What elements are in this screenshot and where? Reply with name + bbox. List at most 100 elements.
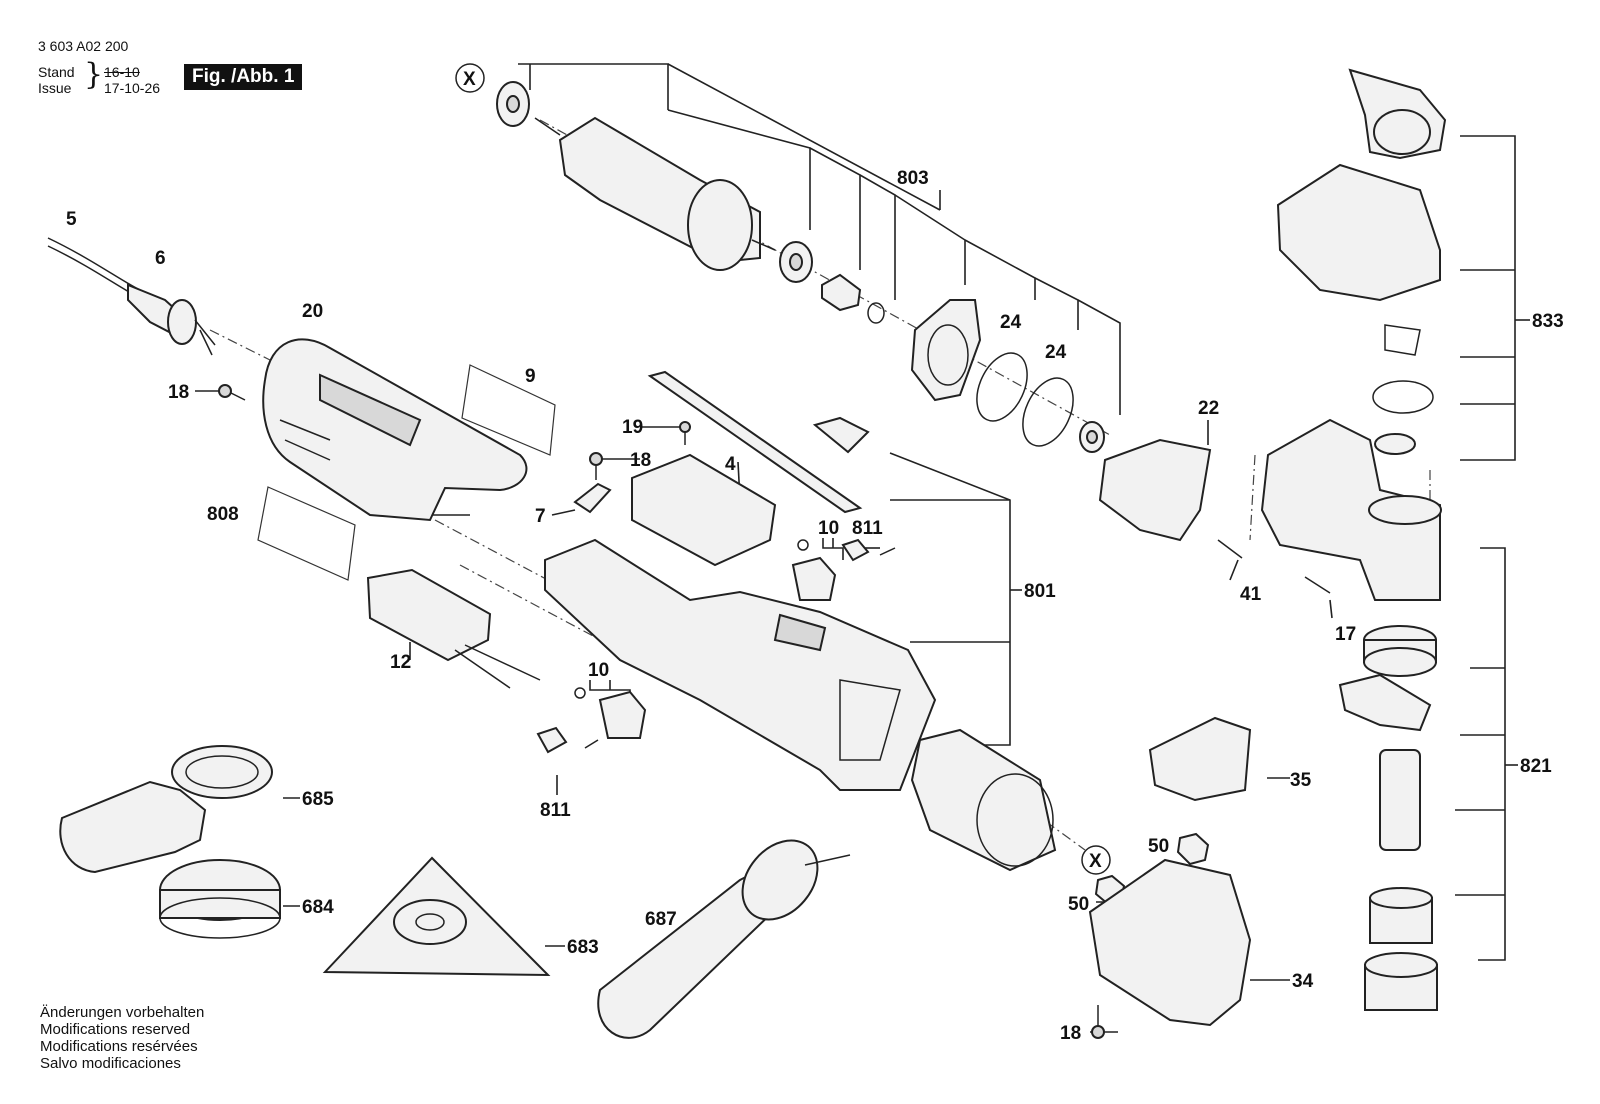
callout-801: 801 bbox=[1024, 581, 1056, 602]
screw-18-bottom bbox=[1091, 1005, 1105, 1039]
callout-34: 34 bbox=[1292, 971, 1314, 992]
callout-50-top: 50 bbox=[1148, 836, 1169, 857]
retaining-ring bbox=[1372, 380, 1434, 414]
gear-head-cover bbox=[1276, 163, 1441, 302]
extraction-ring bbox=[159, 859, 281, 939]
housing-cover bbox=[262, 338, 528, 522]
fan bbox=[910, 299, 982, 402]
callout-18-top: 18 bbox=[168, 382, 189, 403]
fork-lever bbox=[1338, 673, 1432, 732]
callout-811-lower: 811 bbox=[540, 800, 571, 821]
header-brace: } bbox=[84, 57, 104, 92]
field-coil bbox=[910, 728, 1057, 872]
callout-808: 808 bbox=[207, 504, 239, 525]
spring bbox=[1384, 324, 1421, 356]
clamp-35 bbox=[1148, 716, 1252, 802]
auxiliary-handle bbox=[597, 839, 851, 1039]
sanding-plate bbox=[322, 856, 551, 977]
callout-17: 17 bbox=[1335, 624, 1356, 645]
gear-housing bbox=[1260, 418, 1442, 601]
carbon-brush-upper bbox=[841, 538, 870, 562]
switch-rod bbox=[647, 370, 863, 514]
bearing-large bbox=[1363, 625, 1437, 677]
callout-35: 35 bbox=[1290, 770, 1312, 791]
sleeve bbox=[821, 273, 862, 312]
bearing-mid bbox=[779, 241, 813, 283]
callout-5: 5 bbox=[66, 209, 77, 230]
footer-line-de: Änderungen vorbehalten bbox=[40, 1004, 205, 1021]
issue-value: 17-10-26 bbox=[104, 80, 161, 96]
issue-label: Issue bbox=[38, 80, 72, 96]
label-808 bbox=[257, 486, 356, 581]
callout-x-top: X bbox=[463, 69, 476, 90]
motor-housing bbox=[544, 538, 937, 791]
callout-10-lower: 10 bbox=[588, 660, 609, 681]
x-marker-bottom bbox=[1081, 845, 1111, 875]
callout-687: 687 bbox=[645, 909, 677, 930]
brush-holder-lower bbox=[574, 687, 647, 739]
callout-labels: 5 6 20 18 9 808 12 19 18 4 7 10 811 10 8… bbox=[66, 69, 1564, 1044]
bearing-holder bbox=[1098, 438, 1212, 542]
pin-41 bbox=[1217, 539, 1243, 559]
callout-685: 685 bbox=[302, 789, 334, 810]
callout-18-bottom: 18 bbox=[1060, 1023, 1081, 1044]
callout-18-middle: 18 bbox=[630, 450, 651, 471]
footer-line-es: Salvo modificaciones bbox=[40, 1055, 181, 1072]
callout-4: 4 bbox=[725, 454, 736, 475]
clip-7 bbox=[573, 482, 612, 514]
electronics-module bbox=[631, 453, 777, 567]
callout-9: 9 bbox=[525, 366, 536, 387]
brush-holder-upper bbox=[791, 539, 837, 601]
callout-7: 7 bbox=[535, 506, 546, 527]
callout-x-bottom: X bbox=[1089, 851, 1102, 872]
sleeve-bottom bbox=[1364, 952, 1438, 1011]
figure-label: Fig. /Abb. 1 bbox=[184, 64, 303, 90]
lever-housing bbox=[1088, 858, 1252, 1027]
switch-module bbox=[366, 568, 541, 689]
callout-684: 684 bbox=[302, 897, 334, 918]
spindle bbox=[1379, 749, 1421, 851]
screw-18-middle bbox=[589, 452, 603, 480]
part-number: 3 603 A02 200 bbox=[38, 38, 129, 54]
footer-line-fr: Modifications resérvées bbox=[40, 1038, 198, 1055]
callout-19: 19 bbox=[622, 417, 643, 438]
screw-18-top bbox=[218, 384, 246, 401]
dust-extraction-adapter bbox=[59, 745, 273, 874]
circlip bbox=[1374, 433, 1416, 455]
callout-6: 6 bbox=[155, 248, 166, 269]
callout-24-b: 24 bbox=[1045, 342, 1067, 363]
power-cable bbox=[47, 237, 141, 299]
screw-17 bbox=[1304, 576, 1331, 594]
needle-bearing bbox=[1369, 887, 1433, 944]
callout-803: 803 bbox=[897, 168, 929, 189]
washer bbox=[867, 302, 885, 324]
bearing-small bbox=[1079, 421, 1105, 453]
armature bbox=[534, 116, 776, 271]
stand-label: Stand bbox=[38, 64, 75, 80]
callout-50-bottom: 50 bbox=[1068, 894, 1089, 915]
stand-value: 16-10 bbox=[104, 64, 140, 80]
callout-10-upper: 10 bbox=[818, 518, 839, 539]
callout-20: 20 bbox=[302, 301, 323, 322]
x-marker-top bbox=[455, 63, 485, 93]
screw-19 bbox=[679, 421, 691, 445]
footer-line-en: Modifications reserved bbox=[40, 1021, 191, 1038]
o-ring-2 bbox=[1022, 377, 1074, 447]
callout-22: 22 bbox=[1198, 398, 1219, 419]
o-ring-1 bbox=[976, 352, 1028, 422]
switch-button bbox=[812, 416, 870, 454]
modifications-note: Änderungen vorbehalten Modifications res… bbox=[40, 1004, 204, 1072]
callout-683: 683 bbox=[567, 937, 599, 958]
cable-protector bbox=[127, 283, 216, 356]
carbon-brush-lower bbox=[536, 726, 568, 754]
callout-12: 12 bbox=[390, 652, 411, 673]
nut-50-top bbox=[1176, 832, 1210, 866]
callout-811-upper: 811 bbox=[852, 518, 883, 539]
callout-41: 41 bbox=[1240, 584, 1262, 605]
label-9 bbox=[461, 364, 556, 456]
leader-lines bbox=[195, 63, 1530, 1033]
callout-24-a: 24 bbox=[1000, 312, 1022, 333]
bearing-top bbox=[496, 81, 530, 127]
dust-cap bbox=[1348, 68, 1447, 160]
